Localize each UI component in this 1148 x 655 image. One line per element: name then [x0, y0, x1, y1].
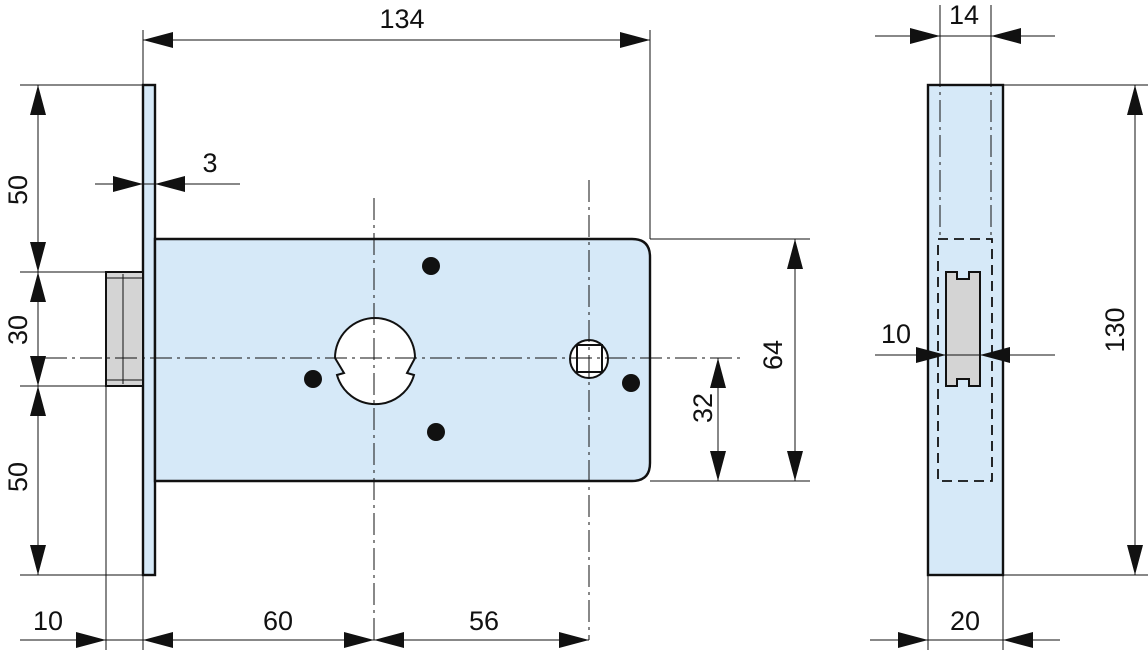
arrow-head: [113, 176, 143, 192]
arrow-head: [374, 632, 404, 648]
dim-label-spindle-distance: 56: [469, 606, 499, 636]
arrow-head: [787, 239, 803, 269]
arrow-head: [143, 32, 173, 48]
arrow-head: [30, 356, 46, 386]
arrow-head: [344, 632, 374, 648]
dim-label-overall-length: 134: [379, 4, 424, 34]
arrow-head: [980, 347, 1010, 363]
arrow-head: [30, 272, 46, 302]
arrow-head: [910, 28, 940, 44]
dim-label-spindle-height: 32: [688, 393, 718, 423]
dim-label-side-top-width: 14: [949, 0, 979, 30]
dim-label-bolt-height: 30: [3, 315, 33, 345]
latch-bolt: [105, 271, 144, 387]
arrow-head: [710, 358, 726, 388]
front-dimensions: 134 3 50 30 50 64 32: [3, 4, 810, 650]
arrow-head: [30, 386, 46, 416]
dim-label-bottom-offset: 50: [3, 462, 33, 492]
fixing-hole: [304, 370, 322, 388]
side-latch-bolt: [945, 271, 981, 387]
dim-label-faceplate-thickness: 3: [202, 148, 217, 178]
dim-label-body-height: 64: [758, 340, 788, 370]
arrow-head: [155, 176, 185, 192]
arrow-head: [76, 632, 106, 648]
side-view: [926, 30, 1005, 577]
arrow-head: [991, 28, 1021, 44]
side-dimensions: 14 10 130 20: [870, 0, 1148, 650]
arrow-head: [559, 632, 589, 648]
dim-label-top-offset: 50: [3, 175, 33, 205]
cylinder-keyhole: [333, 317, 417, 406]
arrow-head: [1003, 632, 1033, 648]
hidden-case-outline: [937, 238, 993, 482]
dim-label-bolt-projection: 10: [33, 606, 63, 636]
arrow-head: [916, 347, 946, 363]
arrow-head: [620, 32, 650, 48]
dim-label-side-bolt-width: 10: [881, 319, 911, 349]
arrow-head: [787, 451, 803, 481]
dim-label-faceplate-height: 130: [1100, 307, 1130, 352]
fixing-hole: [622, 374, 640, 392]
faceplate: [141, 83, 157, 577]
front-view: [45, 83, 740, 640]
fixing-hole: [427, 423, 445, 441]
fixing-hole: [422, 257, 440, 275]
arrow-head: [1127, 85, 1143, 115]
arrow-head: [898, 632, 928, 648]
arrow-head: [143, 632, 173, 648]
arrow-head: [710, 451, 726, 481]
dim-label-side-width: 20: [950, 606, 980, 636]
arrow-head: [30, 242, 46, 272]
arrow-head: [1127, 545, 1143, 575]
dim-label-backset: 60: [263, 606, 293, 636]
arrow-head: [30, 545, 46, 575]
arrow-head: [30, 85, 46, 115]
